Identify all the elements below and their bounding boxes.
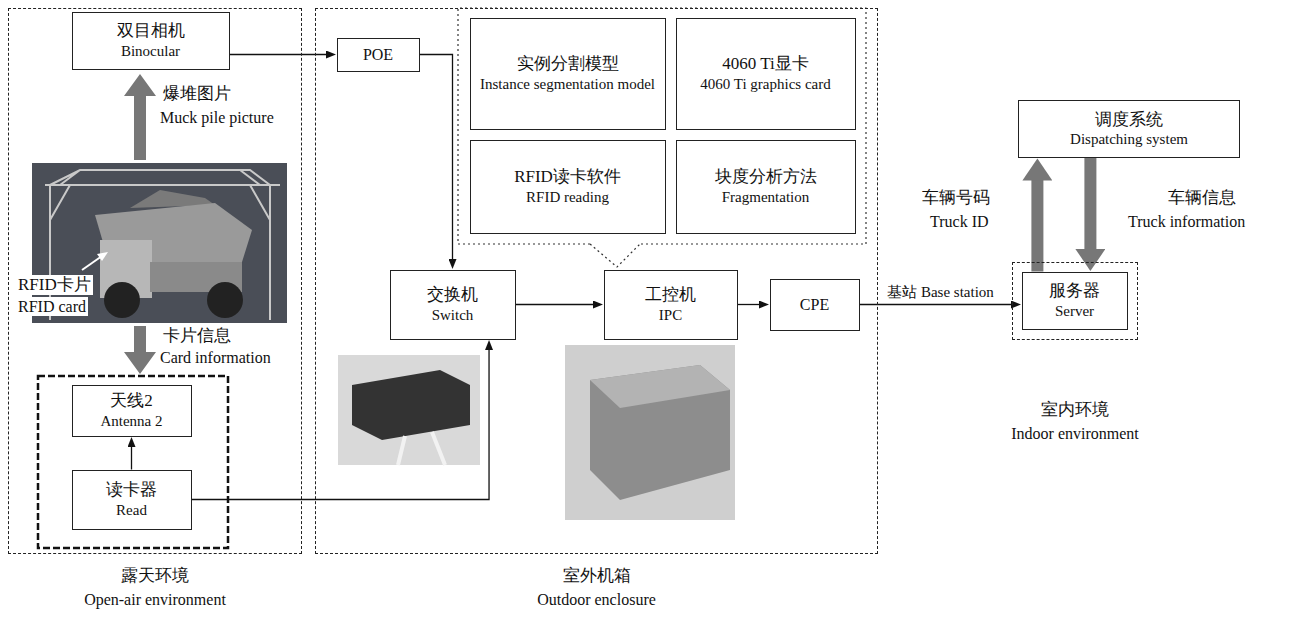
photo-ground — [338, 355, 480, 465]
box-label: 服务器 — [1049, 281, 1100, 301]
box-label: RFID读卡软件 — [514, 167, 621, 187]
connector-line — [420, 55, 453, 260]
edge-label: 基站 Base station — [885, 283, 996, 301]
process-box: 交换机Switch — [390, 270, 516, 340]
box-label: IPC — [659, 306, 682, 324]
photo-ground — [565, 345, 735, 520]
annotation-label: Muck pile picture — [160, 108, 274, 127]
block-arrow — [124, 326, 156, 374]
annotation-label: 爆堆图片 — [163, 84, 231, 104]
annotation-label: RFID card — [16, 297, 88, 316]
block-arrow — [124, 74, 156, 160]
ipc-case — [590, 365, 730, 500]
annotation-label: 卡片信息 — [163, 326, 231, 346]
connector-line — [738, 304, 760, 305]
process-box: 调度系统Dispatching system — [1018, 100, 1240, 158]
truck-wheel — [104, 282, 140, 318]
connector-line — [131, 447, 132, 470]
box-label: RFID reading — [526, 188, 609, 206]
box-label: Switch — [432, 306, 474, 324]
region-heading: 室外机箱 — [226, 566, 967, 586]
box-label: Instance segmentation model — [480, 75, 655, 93]
ipc-top — [590, 365, 730, 408]
region-heading: Indoor environment — [923, 424, 1227, 443]
switch-body — [352, 370, 470, 440]
annotation-label: 车辆信息 — [1168, 188, 1236, 208]
leader-line — [82, 256, 102, 270]
box-label: Dispatching system — [1070, 130, 1188, 148]
box-label: 调度系统 — [1095, 110, 1163, 130]
box-label: Read — [116, 501, 147, 519]
annotation-label: RFID卡片 — [16, 275, 93, 295]
box-label: 交换机 — [427, 285, 478, 305]
box-label: 双目相机 — [117, 21, 185, 41]
box-label: 读卡器 — [106, 480, 157, 500]
box-label: 实例分割模型 — [517, 54, 619, 74]
region-heading: Outdoor enclosure — [226, 590, 967, 609]
connector-line — [192, 350, 490, 500]
leader-head — [97, 252, 108, 261]
truck-wheel — [207, 282, 243, 318]
box-label: 块度分析方法 — [715, 167, 817, 187]
region-heading: Open-air environment — [0, 590, 391, 609]
annotation-label: Truck ID — [930, 212, 989, 231]
box-label: 4060 Ti graphics card — [700, 75, 830, 93]
annotation-label: Truck information — [1128, 212, 1245, 231]
process-box: 4060 Ti显卡4060 Ti graphics card — [676, 18, 856, 130]
region-heading: 室内环境 — [923, 400, 1227, 420]
process-box: 实例分割模型Instance segmentation model — [470, 18, 666, 130]
box-label: Fragmentation — [722, 188, 809, 206]
process-box: CPE — [770, 279, 860, 331]
process-box: 读卡器Read — [72, 470, 192, 530]
box-label: Server — [1055, 302, 1094, 320]
region-frame: 室外机箱Outdoor enclosurePOE实例分割模型Instance s… — [315, 8, 878, 554]
box-label: CPE — [800, 295, 829, 314]
box-label: 4060 Ti显卡 — [722, 54, 808, 74]
annotation-label: 车辆号码 — [922, 188, 990, 208]
ipc-photo — [565, 345, 735, 520]
process-box: 天线2Antenna 2 — [72, 385, 192, 437]
region-frame: 室内环境Indoor environment服务器Server — [1012, 262, 1138, 340]
reader-frame — [38, 376, 228, 548]
connector-line — [516, 304, 594, 305]
box-label: 工控机 — [645, 285, 696, 305]
cable — [398, 432, 445, 465]
process-box: POE — [337, 38, 420, 72]
process-box: 双目相机Binocular — [72, 12, 230, 70]
box-label: Antenna 2 — [100, 412, 162, 430]
box-label: 天线2 — [110, 391, 153, 411]
box-label: Binocular — [121, 42, 180, 60]
connector-line — [230, 54, 327, 55]
box-label: POE — [363, 45, 393, 64]
process-box: 块度分析方法Fragmentation — [676, 140, 856, 234]
process-box: 服务器Server — [1022, 272, 1128, 330]
block-arrow — [1031, 180, 1043, 272]
switch-photo — [338, 355, 480, 465]
process-box: 工控机IPC — [604, 270, 738, 340]
annotation-label: Card information — [160, 348, 271, 367]
block-arrow — [1084, 158, 1096, 250]
connector-line — [860, 304, 1012, 305]
process-box: RFID读卡软件RFID reading — [470, 140, 666, 234]
region-heading: 露天环境 — [0, 566, 391, 586]
callout-frame — [458, 8, 866, 267]
